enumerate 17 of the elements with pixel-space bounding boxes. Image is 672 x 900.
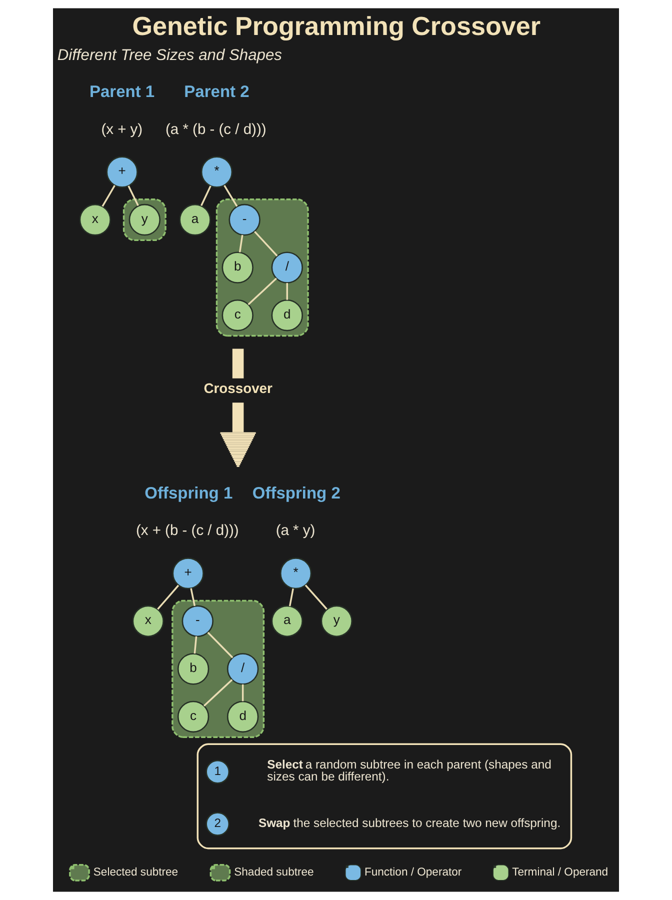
legend-label: Function / Operator bbox=[364, 866, 462, 879]
label: Different Tree Sizes and Shapes bbox=[57, 46, 282, 64]
diagram-title: Genetic Programming Crossover bbox=[132, 11, 540, 42]
label: (a * (b - (c / d))) bbox=[166, 122, 266, 138]
label: Crossover bbox=[204, 380, 272, 396]
label: (x + (b - (c / d))) bbox=[136, 523, 239, 540]
label: Offspring 1 bbox=[144, 484, 233, 502]
label: Parent 2 bbox=[184, 83, 250, 102]
node-label: Select a random subtree in each parent (shapes and sizes can be different). bbox=[267, 758, 552, 784]
label: Parent 1 bbox=[89, 83, 155, 102]
label: (a * y) bbox=[276, 523, 316, 540]
legend-label: Terminal / Operand bbox=[512, 866, 608, 879]
label: Offspring 2 bbox=[252, 484, 340, 502]
node-label: Swap the selected subtrees to create two new offspring. bbox=[258, 816, 561, 830]
label: (x + y) bbox=[101, 122, 143, 138]
legend-label: Shaded subtree bbox=[234, 866, 314, 879]
legend-label: Selected subtree bbox=[93, 866, 178, 879]
